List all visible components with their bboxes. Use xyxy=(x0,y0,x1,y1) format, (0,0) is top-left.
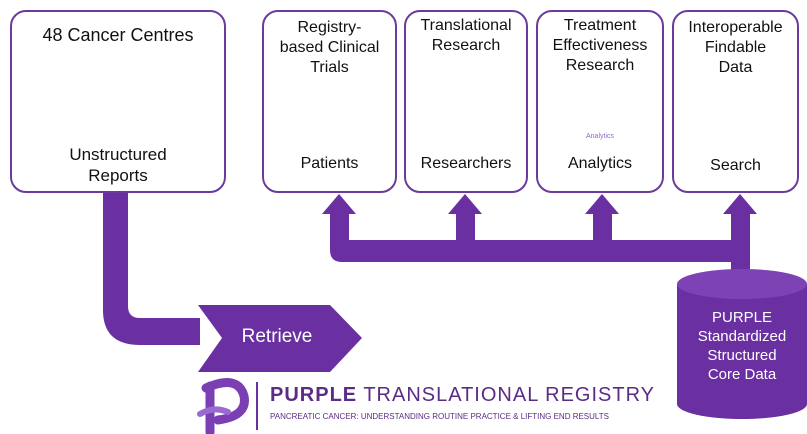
card-3-title-1: Treatment xyxy=(563,17,637,34)
card-4-title-1: Interoperable xyxy=(688,19,783,36)
card-1-label: Patients xyxy=(300,155,359,172)
registry-tagline: PANCREATIC CANCER: UNDERSTANDING ROUTINE… xyxy=(270,412,609,421)
centres-title: 48 Cancer Centres xyxy=(42,25,194,45)
card-4-title-3: Data xyxy=(718,59,753,76)
card-1-title-2: based Clinical xyxy=(279,39,380,56)
centres-footer-line2: Reports xyxy=(88,166,148,185)
up-arrow-2 xyxy=(448,194,482,242)
card-translational-research xyxy=(404,10,528,193)
card-2-title-2: Research xyxy=(431,37,501,54)
card-3-label: Analytics xyxy=(567,155,633,172)
card-4-label: Search xyxy=(710,157,761,174)
registry-name-bold: PURPLE xyxy=(270,384,358,406)
database-line-4: Core Data xyxy=(707,366,777,383)
retrieve-arrow xyxy=(198,305,362,372)
purple-logo-icon xyxy=(197,378,249,434)
card-2-label: Researchers xyxy=(420,155,512,172)
card-treatment-effectiveness xyxy=(536,10,664,193)
centres-footer-line1: Unstructured xyxy=(69,145,167,164)
registry-name: PURPLE TRANSLATIONAL REGISTRY xyxy=(270,384,670,407)
retrieve-label: Retrieve xyxy=(241,326,313,347)
flow-arrow-down xyxy=(103,190,200,345)
card-interoperable-data xyxy=(672,10,799,193)
up-arrow-3 xyxy=(585,194,619,242)
card-clinical-trials xyxy=(262,10,397,193)
logo-divider xyxy=(256,382,258,430)
distribution-bus xyxy=(330,220,750,262)
up-arrow-1 xyxy=(322,194,356,242)
card-3-title-2: Effectiveness xyxy=(552,37,648,54)
database-line-1: PURPLE xyxy=(711,309,773,326)
database-line-2: Standardized xyxy=(697,328,787,345)
database-line-3: Structured xyxy=(707,347,777,364)
card-1-title-3: Trials xyxy=(310,59,349,76)
database-cylinder xyxy=(677,269,807,419)
card-1-title-1: Registry- xyxy=(297,19,362,36)
card-4-title-2: Findable xyxy=(704,39,767,56)
card-3-icon-caption: Analytics xyxy=(585,133,614,140)
registry-name-rest: TRANSLATIONAL REGISTRY xyxy=(357,384,656,406)
up-arrow-4 xyxy=(723,194,757,242)
card-3-title-3: Research xyxy=(565,57,635,74)
card-2-title-1: Translational xyxy=(420,17,512,34)
cancer-centres-box xyxy=(10,10,226,193)
